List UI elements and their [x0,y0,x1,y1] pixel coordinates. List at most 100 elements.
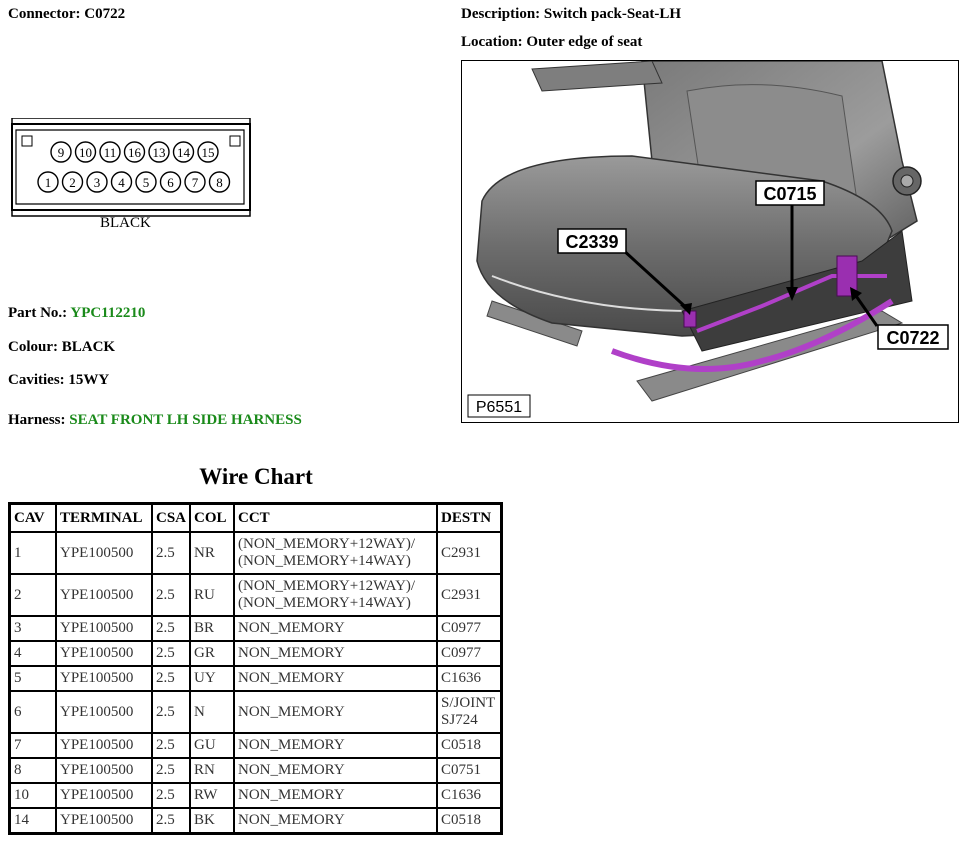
cell-destn: C0977 [436,640,503,667]
pin-circle-9 [50,141,72,163]
pin-label-10: 10 [79,145,92,160]
pin-label-6: 6 [167,175,174,190]
cell-cav: 8 [8,757,57,784]
cell-csa: 2.5 [150,531,192,575]
part-no-link[interactable]: YPC112210 [70,305,146,321]
cell-csa: 2.5 [150,615,192,642]
cell-terminal: YPE100500 [55,665,153,692]
pin-circle-4 [110,171,133,193]
header-csa: CSA [150,502,192,533]
connector-heading: Connector: C0722 [8,6,125,23]
cell-csa: 2.5 [150,573,192,617]
cell-destn-line: C0977 [441,620,482,636]
location-value: Outer edge of seat [526,34,643,50]
cell-terminal: YPE100500 [55,807,153,835]
cell-terminal: YPE100500 [55,531,153,575]
connector-label: Connector: [8,6,81,22]
cell-destn-line: C1636 [441,670,482,686]
pin-circle-7 [184,171,206,193]
pin-label-11: 11 [104,145,117,160]
cell-cct-line: NON_MEMORY [238,703,345,720]
pin-label-3: 3 [94,175,101,190]
cell-destn: C1636 [436,782,503,809]
cell-cct: (NON_MEMORY+12WAY)/(NON_MEMORY+14WAY) [233,573,439,617]
cell-cct-line: NON_MEMORY [238,620,345,636]
cell-cct-line: NON_MEMORY [238,737,345,753]
cell-destn: C1636 [436,665,503,692]
location-heading: Location: Outer edge of seat [461,34,642,51]
cell-cav: 14 [8,807,57,835]
harness-line: Harness: SEAT FRONT LH SIDE HARNESS [8,412,302,429]
cell-cct: NON_MEMORY [233,690,439,734]
pin-circle-16 [123,141,146,163]
cell-terminal: YPE100500 [55,782,153,809]
pin-circle-14 [172,141,195,163]
header-cav: CAV [8,502,57,533]
cell-destn-line: C1636 [441,787,482,803]
pin-label-14: 14 [177,145,191,160]
cell-destn-line: C0751 [441,762,482,778]
pin-label-8: 8 [216,175,223,190]
pin-label-2: 2 [69,175,76,190]
cell-cav: 6 [8,690,57,734]
cell-csa: 2.5 [150,690,192,734]
pin-circle-3 [86,171,108,193]
cell-cct: NON_MEMORY [233,640,439,667]
cell-col: GR [189,640,236,667]
location-label: Location: [461,34,523,50]
pin-circle-11 [99,141,121,163]
pin-circle-15 [197,141,219,163]
cell-csa: 2.5 [150,640,192,667]
wire-chart-title: Wire Chart [199,464,313,489]
image-reference: P6551 [476,399,522,416]
pin-circle-13 [148,141,170,163]
pin-circle-1 [37,171,59,193]
cell-destn: C0518 [436,807,503,835]
cell-cct-line: (NON_MEMORY+12WAY)/ [238,578,416,594]
cell-cct-line: NON_MEMORY [238,670,345,686]
cell-destn-line: C2931 [441,586,482,603]
cell-col: NR [189,531,236,575]
cell-csa: 2.5 [150,782,192,809]
cell-destn-line: C0977 [441,645,482,661]
cell-destn: C0751 [436,757,503,784]
cell-cct: NON_MEMORY [233,807,439,835]
cell-cct-line: NON_MEMORY [238,645,345,661]
header-destn: DESTN [436,502,503,533]
cell-cav: 2 [8,573,57,617]
cell-cct-line: (NON_MEMORY+14WAY) [238,595,411,611]
cell-destn: C0518 [436,732,503,759]
cell-csa: 2.5 [150,665,192,692]
cell-destn-line: C0518 [441,812,482,828]
header-cct: CCT [233,502,439,533]
cell-cav: 7 [8,732,57,759]
cell-cct-line: (NON_MEMORY+14WAY) [238,553,411,569]
cell-terminal: YPE100500 [55,640,153,667]
cell-col: RU [189,573,236,617]
cell-col: UY [189,665,236,692]
cell-terminal: YPE100500 [55,573,153,617]
description-value: Switch pack-Seat-LH [543,6,681,22]
cell-destn-line: C0518 [441,737,482,753]
cell-cct: (NON_MEMORY+12WAY)/(NON_MEMORY+14WAY) [233,531,439,575]
colour-value: BLACK [61,339,116,355]
cavities-line: Cavities: 15WY [8,372,109,389]
cell-terminal: YPE100500 [55,615,153,642]
cell-csa: 2.5 [150,807,192,835]
pin-circle-6 [159,171,182,193]
pin-circle-5 [135,171,157,193]
header-terminal: TERMINAL [55,502,153,533]
cell-col: GU [189,732,236,759]
description-heading: Description: Switch pack-Seat-LH [461,6,681,23]
harness-link[interactable]: SEAT FRONT LH SIDE HARNESS [69,412,302,428]
description-label: Description: [461,6,541,22]
cell-cct: NON_MEMORY [233,782,439,809]
cell-cav: 5 [8,665,57,692]
